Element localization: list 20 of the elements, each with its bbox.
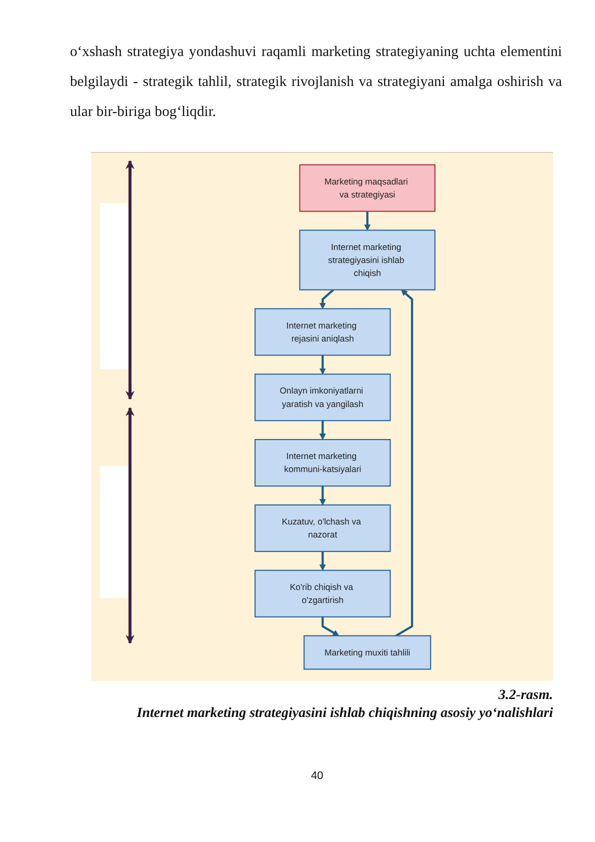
process-box: Internet marketing kommuni-katsiyalari [254, 438, 391, 487]
arrow [319, 289, 334, 309]
arrow [319, 420, 326, 440]
body-paragraph: o‘xshash strategiya yondashuvi raqamli marketing strategiyaning uchta elementini belgilaydi - strategik tahlil, strategik rivojlanish va strategiyani amalga oshirish va ular bir-biriga bog‘liqdir. [70, 43, 562, 122]
arrow [319, 355, 326, 374]
figure-number: 3.2-rasm. [498, 688, 553, 704]
process-box: Kuzatuv, o'lchash va nazorat [254, 504, 391, 552]
process-box: Internet marketing rejasini aniqlash [254, 308, 391, 356]
arrow [319, 551, 326, 571]
figure-caption: Internet marketing strategiyasini ishlab chiqishning asosiy yo‘nalishlari [136, 706, 553, 722]
process-box: Marketing maqsadlari va strategiyasi [299, 164, 436, 212]
arrow [322, 616, 340, 636]
arrow [319, 486, 326, 506]
process-box: Ko'rib chiqish va o'zgartirish [254, 570, 391, 618]
arrow [364, 211, 371, 231]
page-number: 40 [311, 770, 324, 782]
arrow [395, 290, 414, 637]
process-box: Internet marketing strategiyasini ishlab chiqish [299, 230, 436, 290]
process-box: Marketing muxiti tahlili [304, 635, 432, 670]
process-box: Onlayn imkoniyatlarni yaratish va yangilash [254, 374, 391, 422]
